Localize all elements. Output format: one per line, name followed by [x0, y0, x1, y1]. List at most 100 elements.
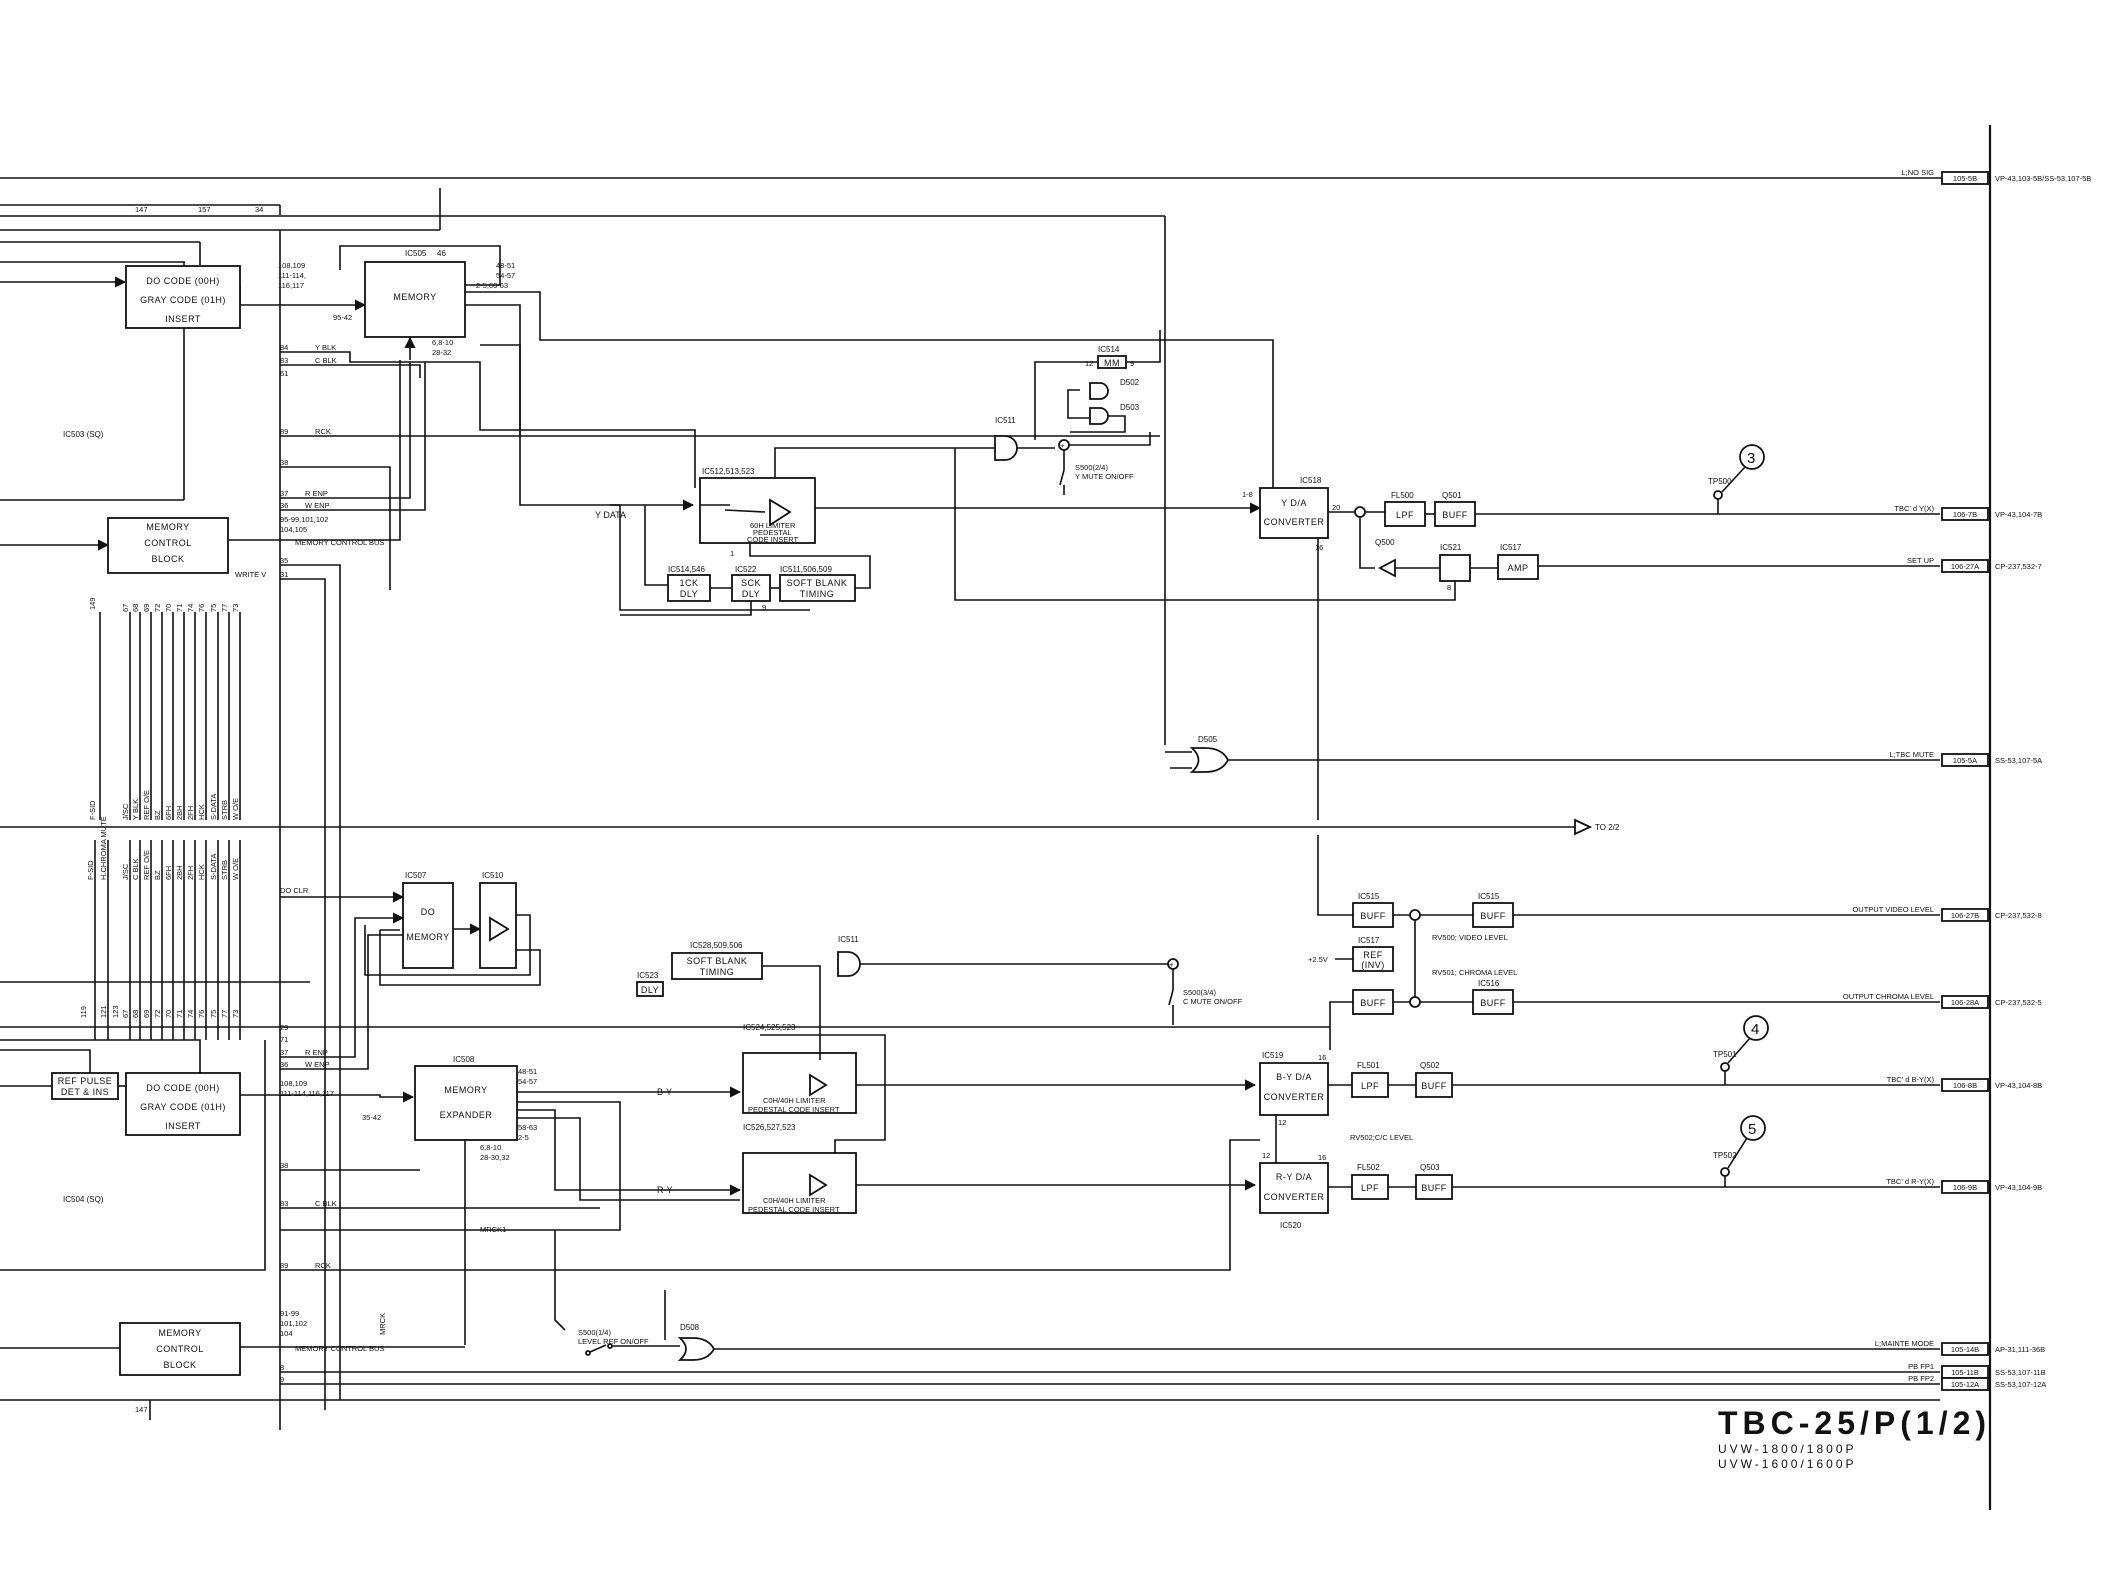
svg-text:38: 38 — [280, 1161, 288, 1170]
svg-text:60H LIMITER: 60H LIMITER — [750, 521, 796, 530]
output-connector-box — [1941, 1342, 1989, 1356]
svg-text:INSERT: INSERT — [165, 314, 201, 324]
svg-text:RV502;C/C LEVEL: RV502;C/C LEVEL — [1350, 1133, 1413, 1142]
bus-signal-top-9: STRB — [220, 800, 229, 820]
svg-text:38: 38 — [280, 458, 288, 467]
svg-text:MEMORY: MEMORY — [146, 522, 189, 532]
output-connector-id: 106-28A — [1951, 998, 1979, 1007]
bus-pin-top-4: 70 — [164, 604, 173, 612]
svg-text:Q501: Q501 — [1442, 491, 1462, 500]
bus-signal-bot-9: STRB — [220, 860, 229, 880]
svg-text:DO: DO — [421, 907, 436, 917]
output-destination: VP-43,104-8B — [1995, 1081, 2042, 1090]
output-connector-box — [1941, 1377, 1989, 1391]
svg-text:TIMING: TIMING — [800, 589, 835, 599]
bus-signal-bot-10: W O/E — [231, 858, 240, 880]
svg-text:+: + — [1169, 960, 1174, 969]
bus-signal-top-3: BZ — [153, 810, 162, 820]
bus-pin-bot-3: 67 — [121, 1010, 130, 1018]
svg-text:104,105: 104,105 — [280, 525, 307, 534]
svg-text:C0H/40H LIMITER: C0H/40H LIMITER — [763, 1096, 826, 1105]
bus-signal-bot-1: C BLK — [131, 858, 140, 880]
svg-text:12: 12 — [1278, 1118, 1286, 1127]
svg-text:108,109: 108,109 — [280, 1079, 307, 1088]
model-line-2: UVW-1600/1600P — [1718, 1457, 1857, 1471]
output-connector-id: 106-9B — [1953, 1183, 1977, 1192]
bus-pin-top-9: 77 — [220, 604, 229, 612]
svg-text:IC518: IC518 — [1300, 476, 1322, 485]
svg-text:29: 29 — [280, 1023, 288, 1032]
ck-dly: 1CK DLY IC514,546 — [667, 565, 711, 602]
bus-signal-bot-5: 2BH — [175, 865, 184, 880]
svg-text:Q500: Q500 — [1375, 538, 1395, 547]
svg-text:35-42: 35-42 — [362, 1113, 381, 1122]
svg-text:89: 89 — [280, 427, 288, 436]
output-connector-box — [1941, 559, 1989, 573]
svg-text:DO CODE (00H): DO CODE (00H) — [146, 1083, 220, 1093]
memory-top: MEMORY IC505 46 — [339, 245, 501, 338]
svg-text:CONVERTER: CONVERTER — [1264, 517, 1325, 527]
svg-text:IC510: IC510 — [482, 871, 504, 880]
svg-text:IC526,527,523: IC526,527,523 — [743, 1123, 796, 1132]
svg-text:71: 71 — [280, 1035, 288, 1044]
bus-pin-bot-5: 69 — [142, 1010, 151, 1018]
svg-text:1CK: 1CK — [679, 578, 698, 588]
svg-text:+: + — [1060, 441, 1065, 450]
svg-text:IC511: IC511 — [995, 416, 1016, 425]
svg-text:IC522: IC522 — [735, 565, 757, 574]
tp500: TP500 3 — [1708, 444, 1765, 514]
svg-text:16: 16 — [1315, 543, 1323, 552]
svg-text:(INV): (INV) — [1361, 960, 1385, 970]
svg-text:28-32: 28-32 — [432, 348, 451, 357]
svg-text:S500(2/4): S500(2/4) — [1075, 463, 1108, 472]
bus-signal-top-2: REF O/E — [142, 790, 151, 820]
svg-text:S500(3/4): S500(3/4) — [1183, 988, 1216, 997]
bus-pin-top-3: 72 — [153, 604, 162, 612]
bus-signal-botL-1: H.CHROMA MUTE — [99, 816, 108, 880]
svg-text:1: 1 — [730, 549, 734, 558]
svg-text:DLY: DLY — [641, 985, 659, 995]
svg-text:Y DATA: Y DATA — [595, 510, 626, 520]
svg-text:LEVEL REF ON/OFF: LEVEL REF ON/OFF — [578, 1337, 649, 1346]
svg-text:95-99,101,102: 95-99,101,102 — [280, 515, 328, 524]
svg-text:16: 16 — [1318, 1153, 1326, 1162]
svg-text:149: 149 — [88, 597, 97, 610]
bus-signal-botL-0: F-SID — [86, 860, 95, 880]
svg-text:TO 2/2: TO 2/2 — [1595, 823, 1620, 832]
bus-pin-top-6: 74 — [186, 604, 195, 612]
svg-text:46: 46 — [437, 249, 446, 258]
bus-pin-bot-4: 68 — [131, 1010, 140, 1018]
buff-chroma-left: BUFF — [1352, 989, 1394, 1015]
svg-text:CONTROL: CONTROL — [156, 1344, 204, 1354]
bus-pin-bot-0: 119 — [79, 1006, 88, 1018]
svg-text:D503: D503 — [1120, 403, 1140, 412]
output-destination: AP-31,111-36B — [1995, 1345, 2045, 1354]
svg-text:54-57: 54-57 — [518, 1077, 537, 1086]
bus-signal-bot-6: 2FH — [186, 866, 195, 880]
svg-text:LPF: LPF — [1361, 1183, 1379, 1193]
svg-text:S500(1/4): S500(1/4) — [578, 1328, 611, 1337]
output-connector-id: 105-12A — [1951, 1380, 1979, 1389]
svg-text:RCK: RCK — [315, 1261, 331, 1270]
svg-text:BUFF: BUFF — [1480, 998, 1506, 1008]
svg-text:INSERT: INSERT — [165, 1121, 201, 1131]
bus-pin-top-5: 71 — [175, 604, 184, 612]
output-destination: CP-237,532-7 — [1995, 562, 2042, 571]
ic511-bot-gate: IC511 — [762, 935, 1168, 1060]
svg-text:31: 31 — [280, 570, 288, 579]
ic515-left: BUFF IC515 — [1352, 892, 1394, 928]
svg-text:MEMORY: MEMORY — [393, 292, 436, 302]
svg-text:9: 9 — [1130, 359, 1134, 368]
svg-text:SOFT BLANK: SOFT BLANK — [787, 578, 848, 588]
svg-text:GRAY CODE (01H): GRAY CODE (01H) — [140, 1102, 226, 1112]
output-connector-box — [1941, 1078, 1989, 1092]
svg-text:37: 37 — [280, 489, 288, 498]
svg-text:Y D/A: Y D/A — [1281, 498, 1307, 508]
svg-text:54-57: 54-57 — [496, 271, 515, 280]
ref-pulse-det: REF PULSE DET & INS — [51, 1072, 119, 1100]
